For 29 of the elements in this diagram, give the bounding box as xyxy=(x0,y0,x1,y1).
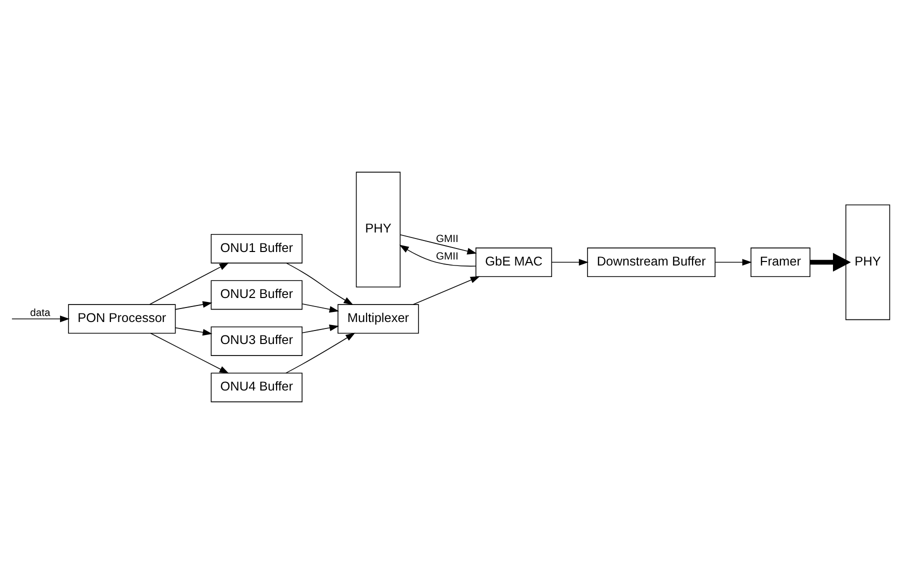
arrow xyxy=(286,332,356,373)
edge-label: GMII xyxy=(436,250,458,262)
arrow xyxy=(12,315,70,322)
node-box: ONU3 Buffer xyxy=(210,326,302,356)
arrow xyxy=(810,252,851,272)
node-box: Multiplexer xyxy=(338,304,419,334)
arrow xyxy=(400,234,477,254)
arrow xyxy=(302,302,340,312)
node-box: ONU4 Buffer xyxy=(210,372,302,402)
arrow xyxy=(302,324,340,333)
arrow xyxy=(551,258,588,266)
node-box: ONU2 Buffer xyxy=(210,280,302,310)
arrow xyxy=(150,332,230,374)
node-box: GbE MAC xyxy=(476,247,552,277)
arrow xyxy=(714,258,752,266)
arrow xyxy=(412,276,480,304)
arrow xyxy=(286,262,354,305)
arrow xyxy=(174,300,212,310)
edge-label: GMII xyxy=(436,233,458,244)
node-box: PON Processor xyxy=(68,304,176,334)
arrow xyxy=(174,326,212,336)
node-box: PHY xyxy=(845,204,890,320)
edge-label: data xyxy=(30,308,50,319)
node-box: PHY xyxy=(356,171,401,287)
node-box: ONU1 Buffer xyxy=(210,233,302,263)
arrow xyxy=(399,244,476,266)
arrow xyxy=(149,262,230,304)
node-box: Framer xyxy=(750,247,810,277)
node-box: Downstream Buffer xyxy=(587,247,716,277)
